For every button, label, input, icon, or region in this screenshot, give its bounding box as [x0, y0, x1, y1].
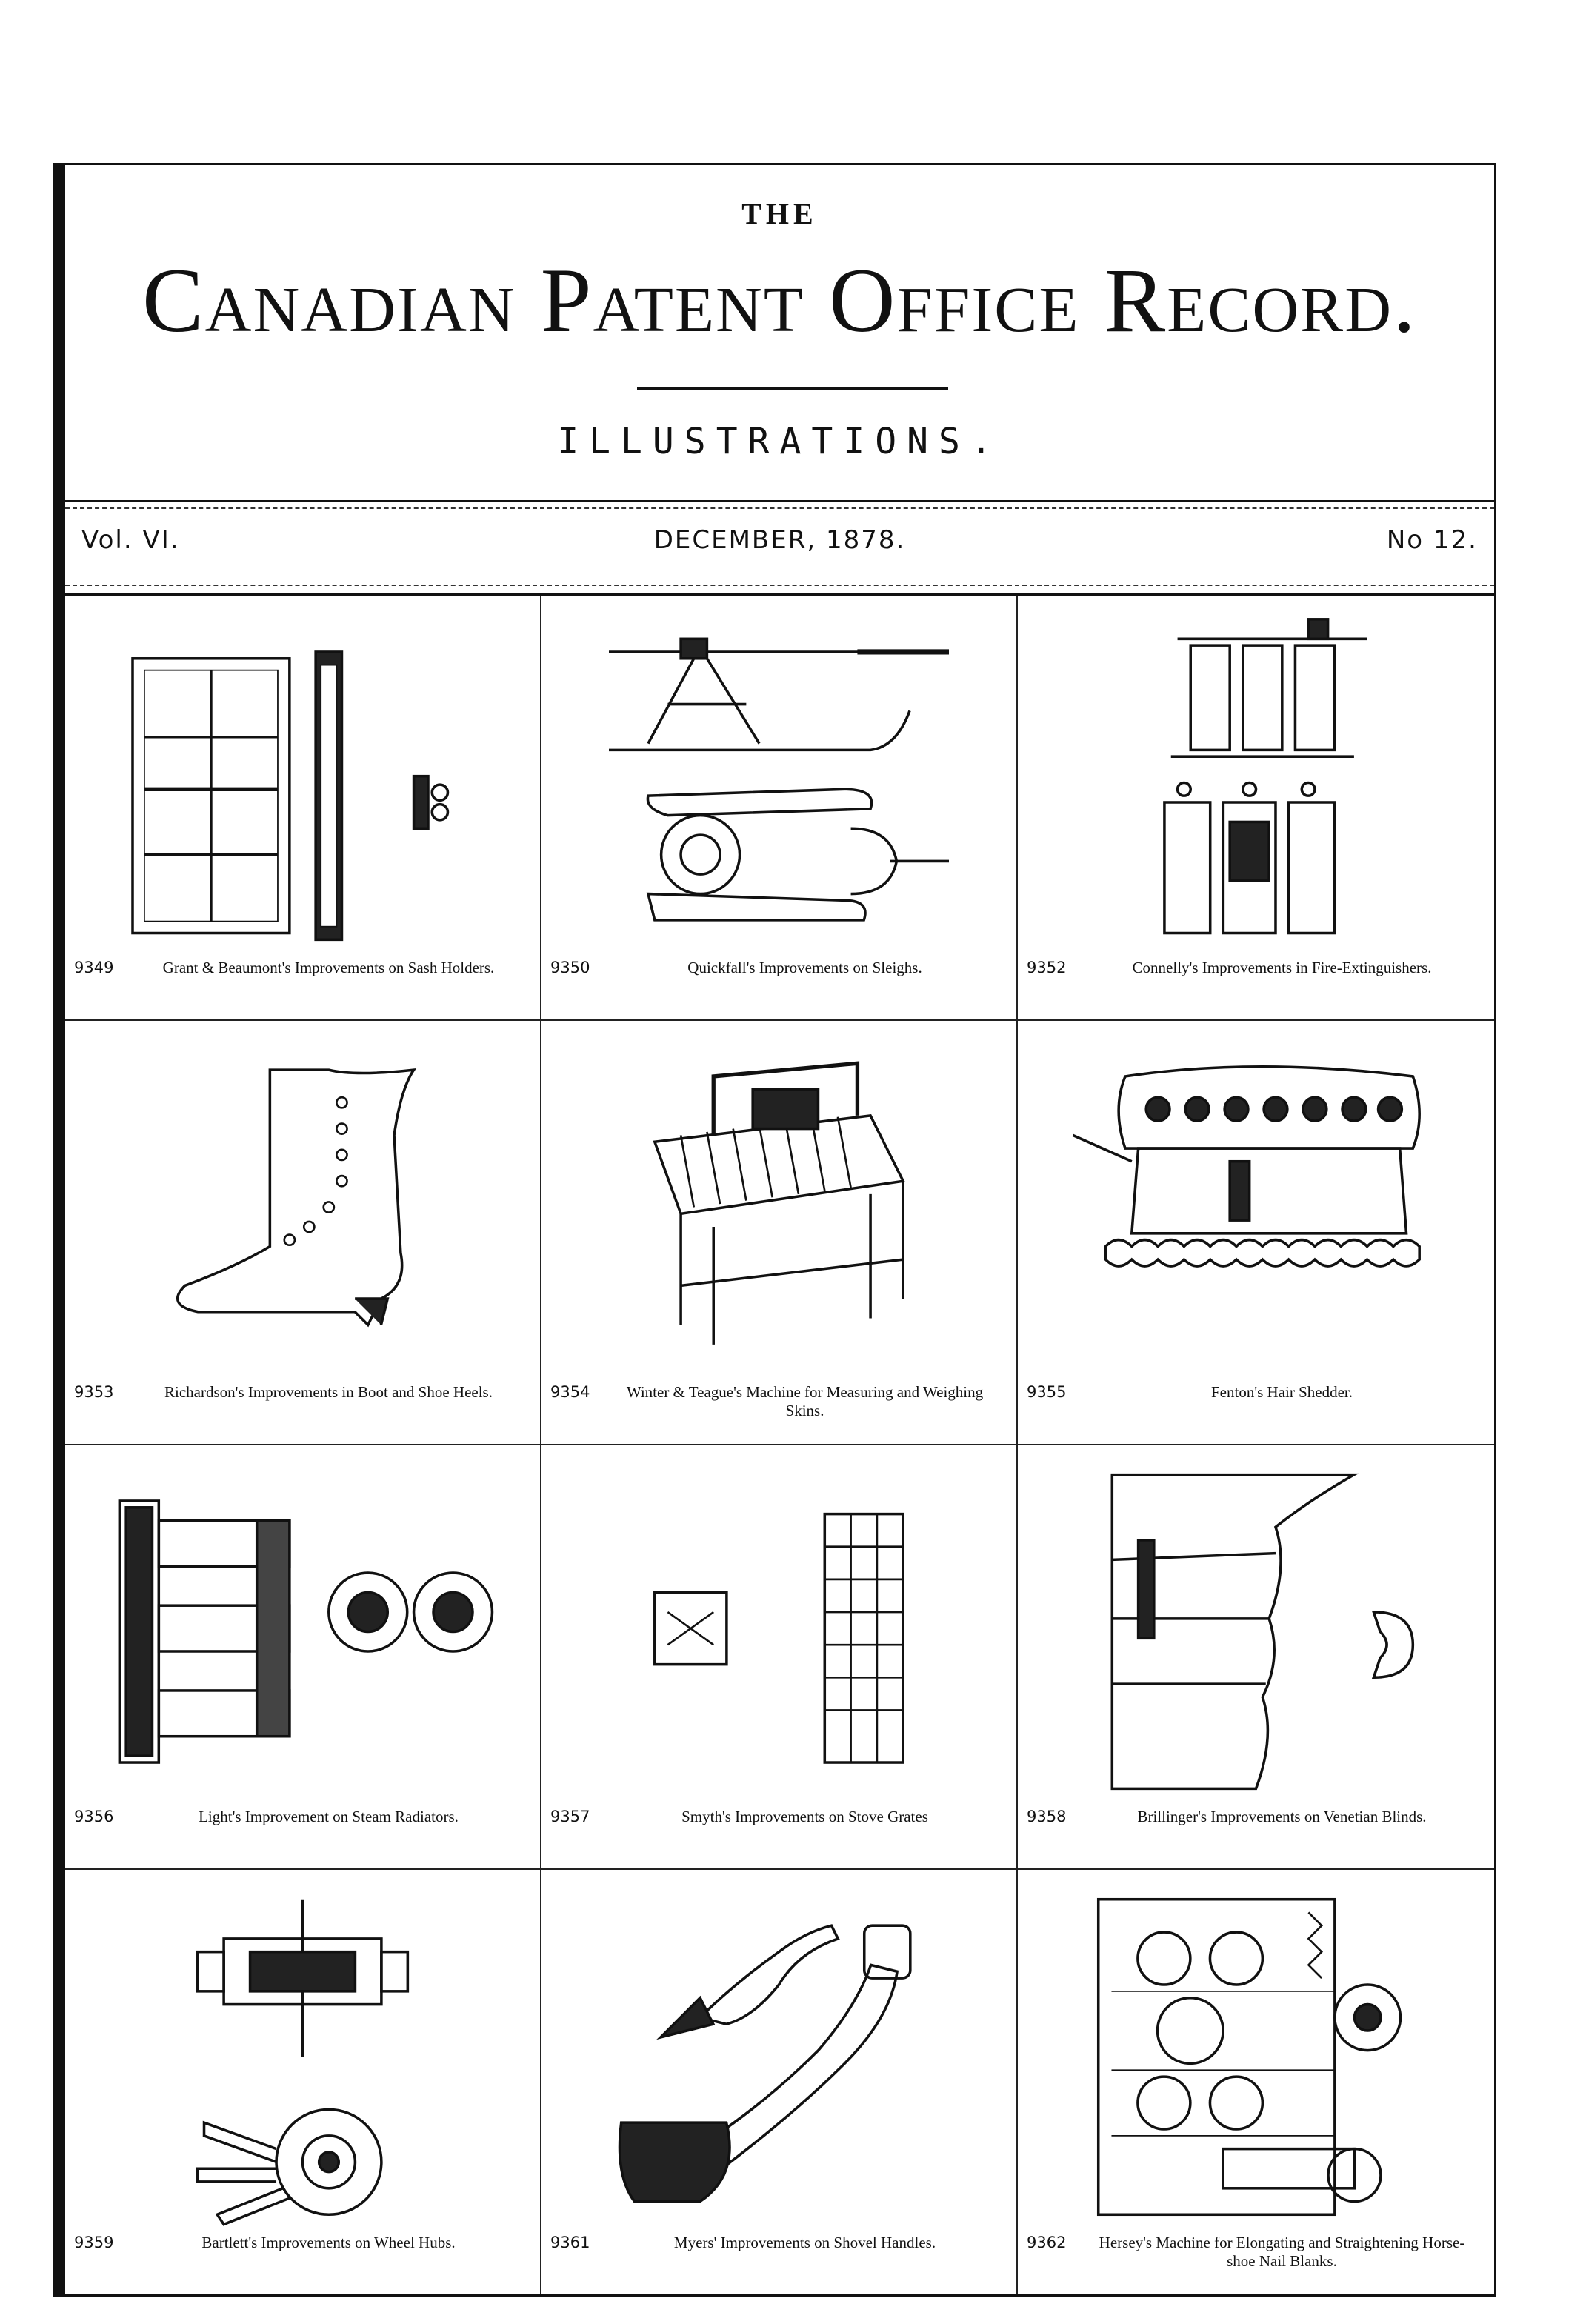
caption-text: Connelly's Improvements in Fire-Extingui…	[1132, 959, 1432, 976]
venetian-blind-illustration	[1033, 1462, 1479, 1802]
figure-caption: 9362 Hersey's Machine for Elongating and…	[1027, 2232, 1485, 2287]
patent-number: 9354	[550, 1383, 590, 1401]
divider-rule	[65, 593, 1494, 596]
figure-caption: 9359 Bartlett's Improvements on Wheel Hu…	[74, 2232, 531, 2287]
wheel-hub-illustration	[80, 1886, 525, 2228]
illustration-grid: 9349 Grant & Beaumont's Improvements on …	[65, 596, 1494, 2294]
sleigh-illustration	[556, 613, 1002, 953]
figure-cell: 9352 Connelly's Improvements in Fire-Ext…	[1018, 596, 1494, 1021]
issue-number: No 12.	[1386, 525, 1478, 555]
fire-extinguisher-illustration	[1033, 613, 1479, 953]
figure-cell: 9362 Hersey's Machine for Elongating and…	[1018, 1870, 1494, 2294]
section-subtitle: ILLUSTRATIONS.	[557, 421, 1002, 462]
caption-text: Light's Improvement on Steam Radiators.	[199, 1808, 459, 1825]
publication-title: Canadian Patent Office Record.	[141, 250, 1418, 351]
volume-label: Vol. VI.	[81, 525, 180, 555]
patent-number: 9358	[1027, 1808, 1067, 1825]
steam-radiator-illustration	[80, 1462, 525, 1802]
stove-grate-illustration	[556, 1462, 1002, 1802]
caption-text: Fenton's Hair Shedder.	[1210, 1383, 1353, 1401]
figure-cell: 9353 Richardson's Improvements in Boot a…	[65, 1021, 541, 1445]
masthead: THE Canadian Patent Office Record. ILLUS…	[65, 165, 1494, 491]
figure-cell: 9349 Grant & Beaumont's Improvements on …	[65, 596, 541, 1021]
patent-number: 9350	[550, 959, 590, 976]
title-rule	[637, 387, 948, 390]
divider-rule	[65, 500, 1494, 502]
patent-number: 9362	[1027, 2234, 1067, 2251]
issue-date: DECEMBER, 1878.	[653, 525, 906, 555]
caption-text: Grant & Beaumont's Improvements on Sash …	[162, 959, 495, 976]
page-frame: THE Canadian Patent Office Record. ILLUS…	[53, 163, 1496, 2297]
patent-number: 9353	[74, 1383, 114, 1401]
figure-cell: 9354 Winter & Teague's Machine for Measu…	[541, 1021, 1018, 1445]
figure-cell: 9356 Light's Improvement on Steam Radiat…	[65, 1445, 541, 1870]
patent-number: 9352	[1027, 959, 1067, 976]
divider-rule-dashed	[65, 585, 1494, 586]
boot-illustration	[80, 1037, 525, 1377]
patent-number: 9356	[74, 1808, 114, 1825]
caption-text: Winter & Teague's Machine for Measuring …	[626, 1383, 984, 1419]
figure-caption: 9349 Grant & Beaumont's Improvements on …	[74, 957, 531, 1012]
caption-text: Hersey's Machine for Elongating and Stra…	[1099, 2234, 1465, 2270]
figure-caption: 9356 Light's Improvement on Steam Radiat…	[74, 1806, 531, 1861]
patent-number: 9359	[74, 2234, 114, 2251]
patent-number: 9349	[74, 959, 114, 976]
figure-caption: 9358 Brillinger's Improvements on Veneti…	[1027, 1806, 1485, 1861]
caption-text: Brillinger's Improvements on Venetian Bl…	[1137, 1808, 1427, 1825]
patent-number: 9361	[550, 2234, 590, 2251]
nail-blank-machine-illustration	[1033, 1886, 1479, 2228]
figure-cell: 9359 Bartlett's Improvements on Wheel Hu…	[65, 1870, 541, 2294]
figure-caption: 9353 Richardson's Improvements in Boot a…	[74, 1382, 531, 1436]
skin-measuring-machine-illustration	[556, 1037, 1002, 1377]
figure-caption: 9355 Fenton's Hair Shedder.	[1027, 1382, 1485, 1436]
patent-number: 9355	[1027, 1383, 1067, 1401]
figure-cell: 9361 Myers' Improvements on Shovel Handl…	[541, 1870, 1018, 2294]
caption-text: Quickfall's Improvements on Sleighs.	[687, 959, 922, 976]
figure-caption: 9357 Smyth's Improvements on Stove Grate…	[550, 1806, 1007, 1861]
shovel-handle-illustration	[556, 1886, 1002, 2228]
caption-text: Richardson's Improvements in Boot and Sh…	[164, 1383, 493, 1401]
divider-rule-dashed	[65, 507, 1494, 509]
caption-text: Bartlett's Improvements on Wheel Hubs.	[201, 2234, 456, 2251]
figure-caption: 9361 Myers' Improvements on Shovel Handl…	[550, 2232, 1007, 2287]
hair-shedder-illustration	[1033, 1037, 1479, 1377]
figure-cell: 9358 Brillinger's Improvements on Veneti…	[1018, 1445, 1494, 1870]
caption-text: Myers' Improvements on Shovel Handles.	[673, 2234, 936, 2251]
figure-cell: 9355 Fenton's Hair Shedder.	[1018, 1021, 1494, 1445]
issue-bar: Vol. VI. DECEMBER, 1878. No 12.	[81, 521, 1478, 573]
sash-holder-illustration	[80, 613, 525, 953]
masthead-the: THE	[741, 197, 818, 230]
figure-caption: 9352 Connelly's Improvements in Fire-Ext…	[1027, 957, 1485, 1012]
caption-text: Smyth's Improvements on Stove Grates	[681, 1808, 928, 1825]
figure-caption: 9354 Winter & Teague's Machine for Measu…	[550, 1382, 1007, 1436]
figure-cell: 9350 Quickfall's Improvements on Sleighs…	[541, 596, 1018, 1021]
figure-cell: 9357 Smyth's Improvements on Stove Grate…	[541, 1445, 1018, 1870]
patent-number: 9357	[550, 1808, 590, 1825]
figure-caption: 9350 Quickfall's Improvements on Sleighs…	[550, 957, 1007, 1012]
